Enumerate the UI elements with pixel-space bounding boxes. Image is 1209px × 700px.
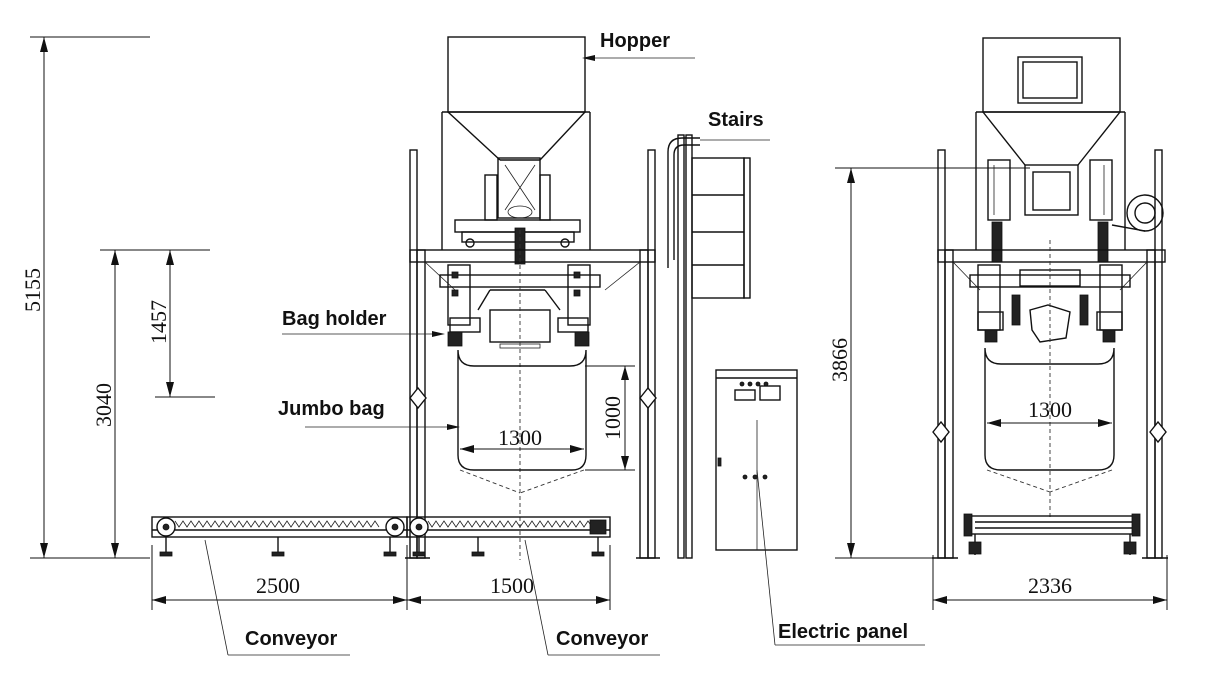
- dim-label-1300-front: 1300: [498, 425, 542, 450]
- dim-label-1500: 1500: [490, 573, 534, 598]
- dimension-bag-height: [585, 365, 635, 471]
- dim-label-3040: 3040: [91, 383, 116, 427]
- label-electric-panel: Electric panel: [778, 621, 908, 643]
- dimension-platform-height: [100, 249, 210, 558]
- conveyor-right: [406, 516, 611, 557]
- label-stairs: Stairs: [708, 109, 764, 131]
- conveyor-2-leader: [524, 539, 549, 656]
- conveyor-1-leader: [204, 539, 229, 656]
- dim-label-2336: 2336: [1028, 573, 1072, 598]
- electric-panel-leader: [756, 469, 776, 646]
- bag-holder-front: [439, 230, 601, 560]
- jumbo-bag-front: [457, 349, 587, 494]
- label-conveyor-2: Conveyor: [556, 628, 648, 650]
- side-view-frame: [932, 149, 1168, 559]
- dim-label-1000: 1000: [600, 396, 625, 440]
- stairs: [667, 134, 751, 559]
- conveyor-left: [151, 516, 408, 557]
- dimension-conveyor-lengths: [151, 545, 611, 610]
- electric-panel: [715, 369, 798, 551]
- dimension-bag-holder-span: [155, 250, 215, 398]
- label-conveyor-1: Conveyor: [245, 628, 337, 650]
- side-view-bag-holder: [969, 240, 1131, 520]
- dim-label-1300-side: 1300: [1028, 397, 1072, 422]
- dim-label-2500: 2500: [256, 573, 300, 598]
- dim-label-5155: 5155: [20, 268, 45, 312]
- label-hopper: Hopper: [600, 30, 670, 52]
- dim-label-1457: 1457: [146, 300, 171, 344]
- side-view-jumbo-bag: [984, 347, 1115, 493]
- dimension-bag-width-front: [460, 445, 584, 453]
- dim-label-3866: 3866: [827, 338, 852, 382]
- hopper-front: [441, 36, 591, 265]
- dimension-bag-width-side: [987, 419, 1112, 427]
- label-bag-holder: Bag holder: [282, 308, 387, 330]
- label-jumbo-bag: Jumbo bag: [278, 398, 385, 420]
- side-view-hopper: [975, 37, 1164, 263]
- dimension-side-width: [932, 555, 1168, 610]
- frame-front: [405, 149, 660, 559]
- dimension-side-height: [835, 167, 1030, 559]
- side-view-conveyor: [963, 513, 1141, 555]
- dimension-total-height: [30, 36, 150, 559]
